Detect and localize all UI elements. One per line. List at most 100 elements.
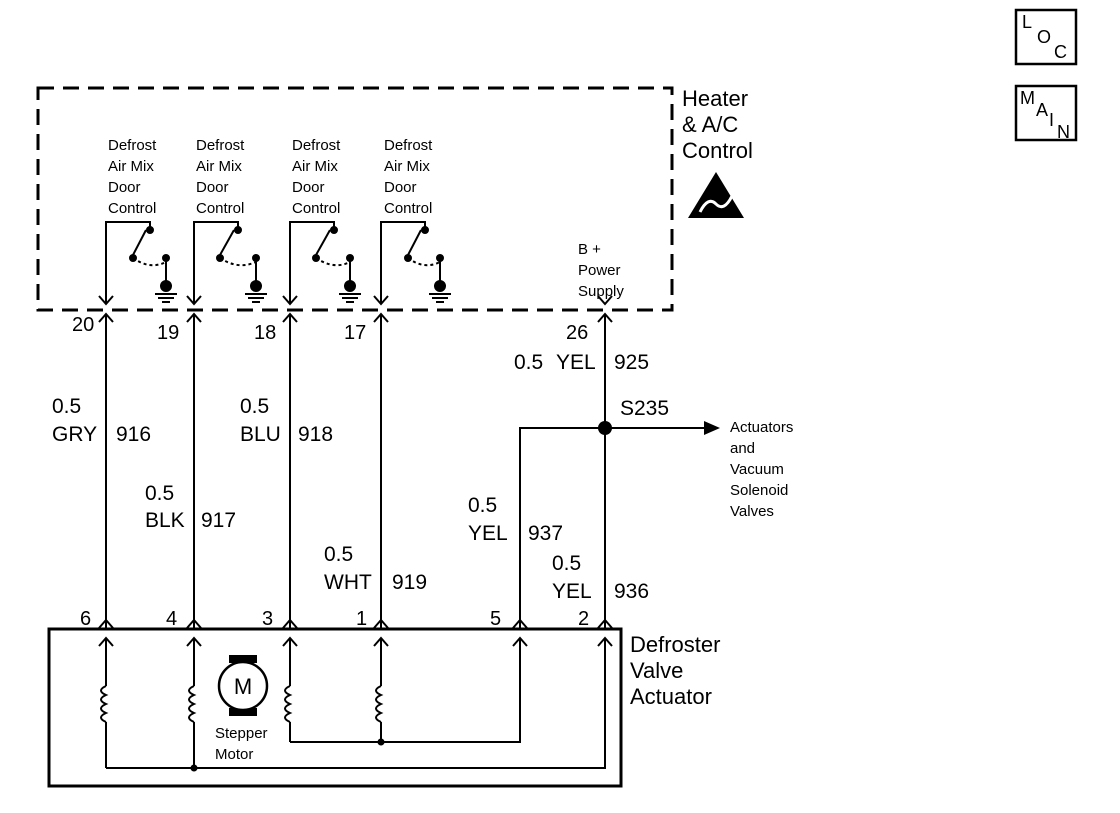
pin-20: 20	[72, 314, 94, 336]
switch-label-1: Defrost Air Mix Door Control	[108, 137, 157, 217]
svg-text:936: 936	[614, 580, 649, 603]
svg-text:Defrost: Defrost	[196, 137, 245, 154]
svg-text:0.5: 0.5	[52, 395, 81, 418]
svg-text:918: 918	[298, 423, 333, 446]
wire-label-916: 0.5 GRY 916	[52, 395, 151, 446]
svg-text:Power: Power	[578, 262, 621, 279]
svg-text:Air Mix: Air Mix	[196, 158, 242, 175]
svg-text:Door: Door	[292, 179, 325, 196]
loc-button[interactable]: L O C	[1014, 8, 1078, 66]
svg-text:Actuator: Actuator	[630, 684, 712, 709]
wire-label-918: 0.5 BLU 918	[240, 395, 333, 446]
pin-1: 1	[356, 608, 367, 630]
svg-text:M: M	[1020, 88, 1035, 108]
stepper-motor-icon: M	[217, 655, 269, 716]
coil-icon	[100, 685, 109, 723]
pin-26: 26	[566, 322, 588, 344]
svg-text:Control: Control	[682, 138, 753, 163]
pin-17: 17	[344, 322, 366, 344]
svg-text:Supply: Supply	[578, 283, 624, 300]
svg-text:A: A	[1036, 100, 1048, 120]
junction-dot	[190, 764, 198, 772]
svg-text:Air Mix: Air Mix	[292, 158, 338, 175]
wire-label-937: 0.5 YEL 937	[468, 494, 563, 545]
svg-text:Defrost: Defrost	[108, 137, 157, 154]
svg-text:Heater: Heater	[682, 86, 748, 111]
svg-text:Solenoid: Solenoid	[730, 482, 788, 499]
svg-text:937: 937	[528, 522, 563, 545]
svg-text:GRY: GRY	[52, 423, 97, 446]
switch-symbol-1	[105, 221, 177, 304]
coil-icon	[375, 685, 384, 723]
svg-text:0.5: 0.5	[552, 552, 581, 575]
svg-text:919: 919	[392, 571, 427, 594]
svg-text:Air Mix: Air Mix	[384, 158, 430, 175]
svg-text:Door: Door	[196, 179, 229, 196]
svg-text:Defrost: Defrost	[384, 137, 433, 154]
pin-4: 4	[166, 608, 177, 630]
branch-arrow	[704, 421, 720, 435]
switch-symbol-3	[289, 221, 361, 304]
svg-text:& A/C: & A/C	[682, 112, 738, 137]
esd-warning-icon	[688, 172, 744, 218]
pin-18: 18	[254, 322, 276, 344]
actuator-title: Defroster Valve Actuator	[630, 632, 720, 709]
svg-text:Control: Control	[384, 200, 432, 217]
svg-text:0.5: 0.5	[468, 494, 497, 517]
svg-text:Stepper: Stepper	[215, 725, 268, 742]
pin-3: 3	[262, 608, 273, 630]
svg-text:Door: Door	[108, 179, 141, 196]
switch-label-2: Defrost Air Mix Door Control	[196, 137, 245, 217]
svg-text:O: O	[1037, 27, 1051, 47]
svg-text:Motor: Motor	[215, 746, 253, 763]
svg-text:916: 916	[116, 423, 151, 446]
pin-19: 19	[157, 322, 179, 344]
pin-5: 5	[490, 608, 501, 630]
main-button[interactable]: M A I N	[1014, 84, 1078, 142]
svg-text:Vacuum: Vacuum	[730, 461, 784, 478]
svg-text:Defroster: Defroster	[630, 632, 720, 657]
control-module-outline	[36, 86, 674, 312]
svg-text:Control: Control	[196, 200, 244, 217]
svg-text:Door: Door	[384, 179, 417, 196]
svg-text:Control: Control	[292, 200, 340, 217]
svg-text:M: M	[234, 674, 252, 699]
svg-text:0.5: 0.5	[324, 543, 353, 566]
switch-symbol-4	[380, 221, 451, 304]
coil-icon	[188, 685, 197, 723]
svg-text:YEL: YEL	[552, 580, 592, 603]
svg-text:C: C	[1054, 42, 1067, 62]
svg-text:0.5: 0.5	[514, 351, 543, 374]
wire-label-925: 0.5 YEL 925	[514, 351, 649, 374]
wires	[105, 314, 706, 628]
svg-text:YEL: YEL	[556, 351, 596, 374]
control-module-title: Heater & A/C Control	[682, 86, 753, 163]
svg-text:N: N	[1057, 122, 1070, 142]
splice-dot	[598, 421, 612, 435]
switch-label-3: Defrost Air Mix Door Control	[292, 137, 341, 217]
svg-text:L: L	[1022, 12, 1032, 32]
splice-label: S235	[620, 397, 669, 420]
actuator-outline	[47, 627, 623, 788]
svg-text:Valve: Valve	[630, 658, 683, 683]
wire-label-919: 0.5 WHT 919	[324, 543, 427, 594]
svg-text:Actuators: Actuators	[730, 419, 793, 436]
pin-6: 6	[80, 608, 91, 630]
svg-text:BLK: BLK	[145, 509, 185, 532]
coil-icon	[284, 685, 293, 723]
power-supply-label: B + Power Supply	[578, 241, 624, 300]
svg-text:BLU: BLU	[240, 423, 281, 446]
wire-label-917: 0.5 BLK 917	[145, 482, 236, 532]
svg-text:925: 925	[614, 351, 649, 374]
svg-text:B +: B +	[578, 241, 601, 258]
actuator-internal-wiring	[105, 638, 606, 769]
switch-label-4: Defrost Air Mix Door Control	[384, 137, 433, 217]
svg-text:I: I	[1049, 110, 1054, 130]
switch-symbol-2	[193, 221, 267, 304]
svg-text:and: and	[730, 440, 755, 457]
svg-text:YEL: YEL	[468, 522, 508, 545]
svg-text:0.5: 0.5	[240, 395, 269, 418]
wire-label-936: 0.5 YEL 936	[552, 552, 649, 603]
